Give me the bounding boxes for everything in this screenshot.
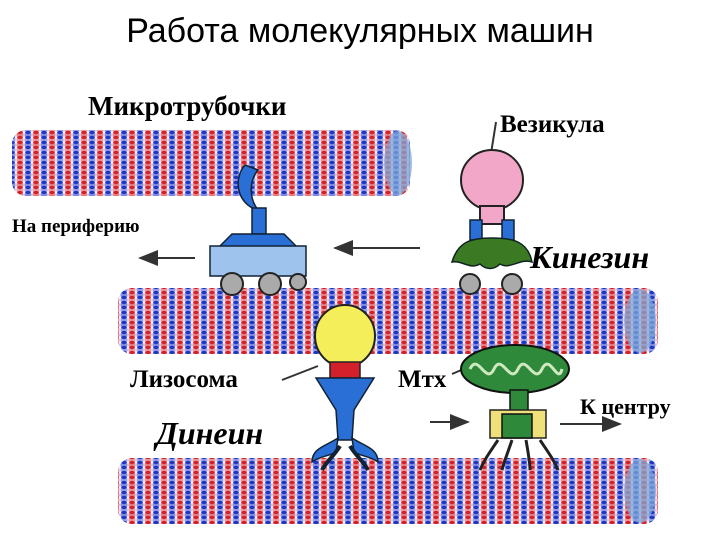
slide-title: Работа молекулярных машин	[126, 12, 594, 50]
microtubule-middle	[118, 288, 658, 354]
microtubules-label: Микротрубочки	[88, 91, 286, 121]
microtubule-top	[12, 130, 412, 196]
vesicle	[460, 149, 524, 225]
lysosome-label: Лизосома	[130, 366, 238, 393]
microtubule-bottom	[118, 458, 658, 524]
lysosome-pointer	[281, 365, 319, 381]
dynein-motor	[311, 377, 379, 471]
kinesin-label: Кинезин	[529, 239, 649, 275]
transport-cart	[209, 164, 307, 296]
to-periphery-label: На периферию	[12, 216, 140, 237]
lysosome	[314, 304, 376, 379]
dynein-label: Динеин	[153, 415, 263, 451]
mitochondrion	[460, 344, 570, 471]
mitochondrion-label: Мтх	[398, 366, 447, 393]
to-center-label: К центру	[580, 394, 671, 419]
vesicle-label: Везикула	[500, 111, 605, 138]
kinesin-motor	[450, 219, 533, 295]
